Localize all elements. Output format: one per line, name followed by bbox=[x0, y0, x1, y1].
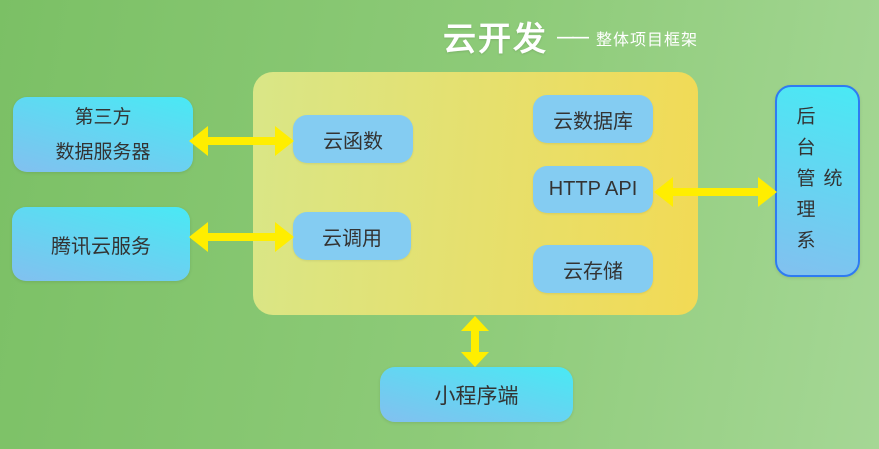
node-admin-system: 后台管理系统 bbox=[775, 85, 860, 277]
node-label-line1: 第三方 bbox=[74, 106, 132, 128]
cloud-dev-panel: 云函数 云调用 云数据库 HTTP API 云存储 bbox=[253, 72, 698, 315]
node-mini-program: 小程序端 bbox=[380, 367, 573, 422]
node-label: 腾讯云服务 bbox=[51, 235, 151, 258]
node-label: 云调用 bbox=[322, 227, 382, 250]
arrow-tencent-cloud-call bbox=[189, 222, 294, 252]
diagram-title: 云开发 —— 整体项目框架 bbox=[443, 12, 698, 60]
node-http-api: HTTP API bbox=[533, 166, 653, 213]
node-label: 云数据库 bbox=[553, 110, 633, 133]
node-cloud-database: 云数据库 bbox=[533, 95, 653, 143]
arrow-panel-mini-program bbox=[461, 316, 489, 367]
node-tencent-cloud-service: 腾讯云服务 bbox=[12, 207, 190, 281]
arrow-third-party-cloud-function bbox=[189, 126, 294, 156]
node-label: 云函数 bbox=[323, 130, 383, 153]
node-label: 小程序端 bbox=[434, 384, 519, 408]
node-cloud-function: 云函数 bbox=[293, 115, 413, 163]
node-cloud-call: 云调用 bbox=[293, 212, 411, 260]
node-label: HTTP API bbox=[548, 178, 638, 200]
node-label-line2: 数据服务器 bbox=[55, 141, 151, 163]
node-cloud-storage: 云存储 bbox=[533, 245, 653, 293]
node-label: 后台管理系统 bbox=[793, 105, 842, 261]
title-dash: —— bbox=[557, 27, 589, 46]
node-label: 云存储 bbox=[563, 260, 623, 283]
title-text: 云开发 bbox=[443, 20, 548, 57]
node-third-party-server: 第三方 数据服务器 bbox=[13, 97, 193, 172]
title-subtitle: 整体项目框架 bbox=[596, 31, 699, 49]
arrow-http-api-admin-system bbox=[654, 177, 777, 207]
